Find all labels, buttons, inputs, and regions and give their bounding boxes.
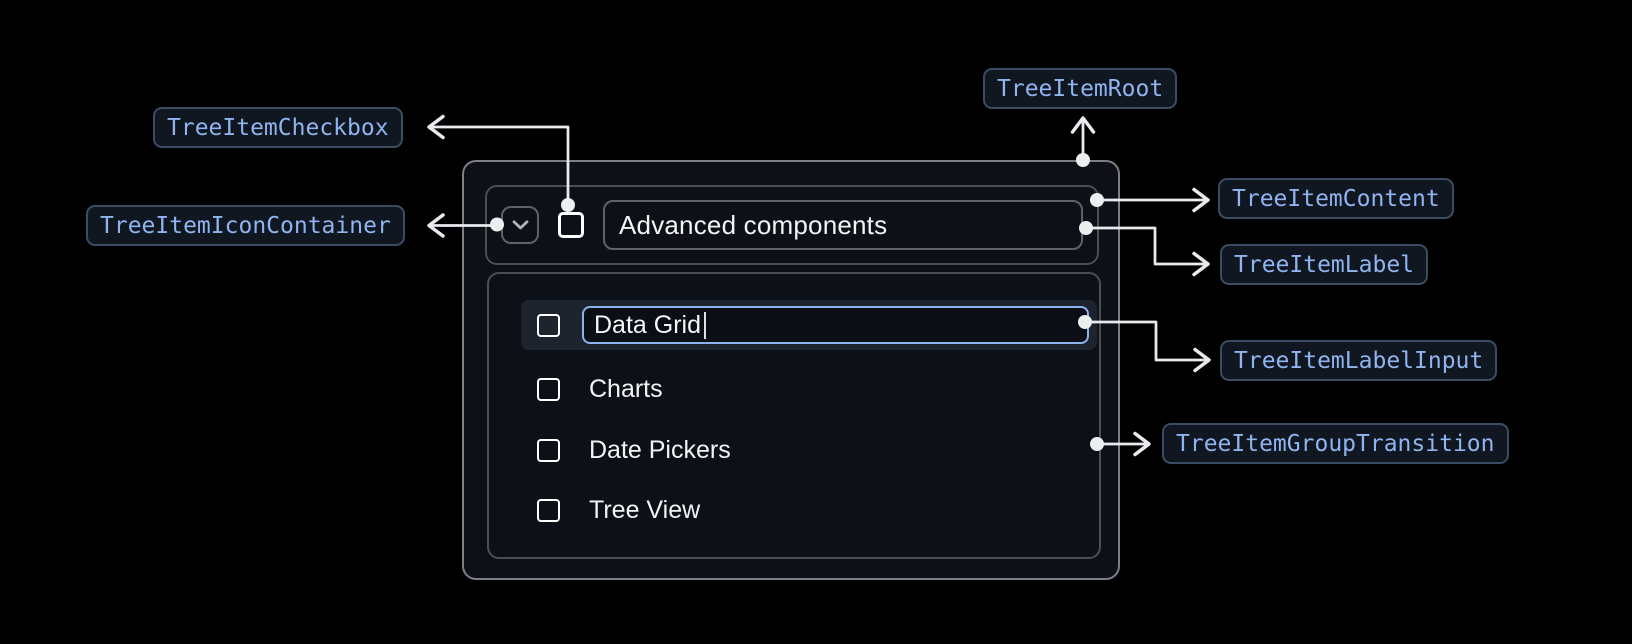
child-checkbox-icon[interactable] [537, 313, 560, 337]
tree-item-row[interactable]: Tree View [521, 485, 1097, 535]
chevron-down-icon [512, 220, 529, 230]
child-checkbox-icon[interactable] [537, 377, 560, 401]
text-cursor [703, 311, 707, 339]
arrowhead-right-icon [1133, 431, 1151, 457]
tree-item-row[interactable]: Charts [521, 364, 1097, 414]
arrowhead-right-icon [1192, 251, 1210, 277]
tree-item-label-text: Tree View [589, 495, 701, 524]
child-checkbox-icon[interactable] [537, 498, 560, 522]
tree-item-label[interactable]: Advanced components [603, 200, 1083, 250]
annotation-tree-item-label: TreeItemLabel [1220, 244, 1429, 285]
annotation-tree-item-label-input: TreeItemLabelInput [1220, 340, 1498, 381]
arrowhead-right-icon [1193, 347, 1211, 373]
arrowhead-left-icon [427, 213, 445, 238]
annotation-tree-item-group-transition: TreeItemGroupTransition [1162, 423, 1509, 464]
arrowhead-up-icon [1070, 116, 1096, 134]
tree-item-content[interactable]: Advanced components [485, 185, 1099, 265]
annotation-tree-item-root: TreeItemRoot [983, 68, 1178, 109]
tree-item-label-input[interactable]: Data Grid [582, 306, 1089, 344]
tree-item-label-text: Date Pickers [589, 435, 731, 464]
annotation-tree-item-icon-container: TreeItemIconContainer [86, 205, 405, 246]
label-input-value: Data Grid [594, 310, 701, 339]
annotation-tree-item-content: TreeItemContent [1218, 178, 1454, 219]
tree-item-icon-container[interactable] [501, 206, 539, 244]
child-checkbox-icon[interactable] [537, 438, 560, 462]
arrowhead-left-icon [427, 114, 445, 140]
tree-item-label-text: Advanced components [619, 209, 888, 240]
tree-item-row[interactable]: Date Pickers [521, 425, 1097, 475]
annotation-tree-item-checkbox: TreeItemCheckbox [153, 107, 403, 148]
arrowhead-right-icon [1192, 187, 1210, 213]
tree-item-root: Advanced components Data Grid Charts Dat… [462, 160, 1120, 580]
tree-item-row-editing[interactable]: Data Grid [521, 300, 1097, 350]
tree-item-group-transition: Data Grid Charts Date Pickers Tree View [487, 272, 1101, 559]
tree-item-checkbox[interactable] [558, 212, 584, 238]
tree-item-label-text: Charts [589, 374, 663, 403]
